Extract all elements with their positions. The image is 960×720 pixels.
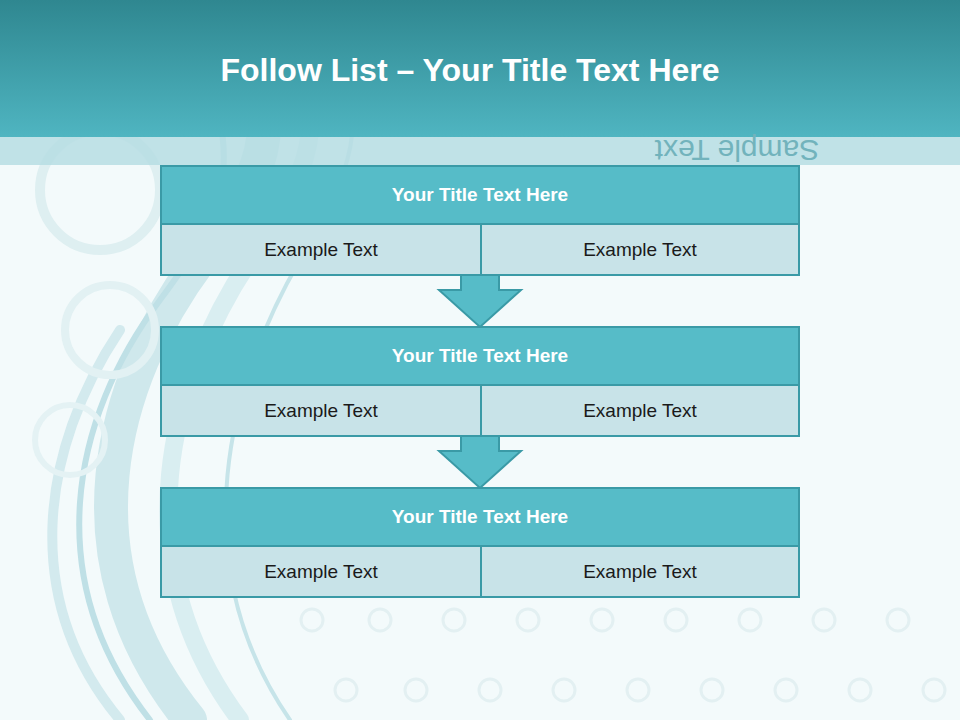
arrow-shape: [439, 435, 521, 488]
page-title: Follow List – Your Title Text Here: [0, 52, 940, 89]
cell-text: Example Text: [256, 557, 386, 587]
step-table: Your Title Text HereExample Text Example …: [160, 165, 800, 276]
cell-text: Example Text: [256, 396, 386, 426]
table-cell: Example Text: [480, 386, 798, 435]
step-heading: Your Title Text Here: [162, 167, 798, 225]
cell-text: Example Text: [575, 235, 705, 265]
step-heading: Your Title Text Here: [162, 328, 798, 386]
table-cell: Example Text: [162, 547, 480, 596]
step-table: Your Title Text HereExample Text Example …: [160, 326, 800, 437]
table-cell: Example Text: [480, 225, 798, 274]
table-cell: Example Text: [480, 547, 798, 596]
step-table: Your Title Text HereExample Text Example …: [160, 487, 800, 598]
step-heading: Your Title Text Here: [162, 489, 798, 547]
cell-text: Example Text: [256, 235, 386, 265]
block-arrow: [439, 274, 521, 327]
block-arrow: [439, 435, 521, 488]
cell-text: Example Text: [575, 396, 705, 426]
watermark: Sample Text: [612, 133, 862, 167]
table-cell: Example Text: [162, 225, 480, 274]
cell-text: Example Text: [575, 557, 705, 587]
arrow-shape: [439, 274, 521, 327]
table-cell: Example Text: [162, 386, 480, 435]
